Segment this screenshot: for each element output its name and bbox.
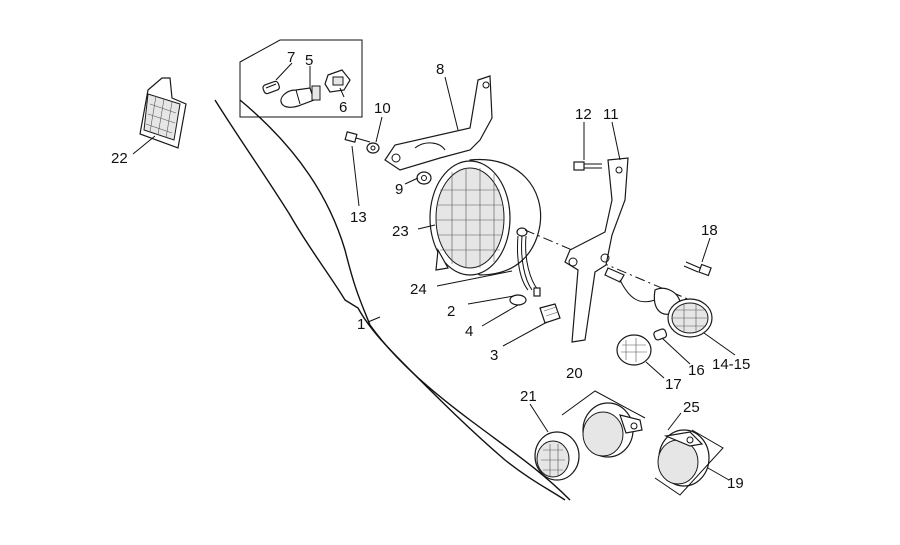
frame-outline [214, 99, 571, 501]
label-1: 1 [357, 316, 365, 333]
horn-19 [657, 429, 710, 487]
horn-cover [534, 431, 580, 481]
horn [582, 402, 643, 458]
connector-4 [539, 303, 561, 324]
label-25: 25 [683, 399, 700, 416]
group-brackets [561, 390, 724, 496]
wiring [517, 235, 541, 297]
label-2: 2 [447, 303, 455, 320]
label-19: 19 [727, 475, 744, 492]
bolt-12 [573, 161, 602, 171]
label-14-15: 14-15 [712, 356, 750, 373]
label-7: 7 [287, 49, 295, 66]
bulb-inset-box [239, 39, 363, 118]
label-5: 5 [305, 52, 313, 69]
label-8: 8 [436, 61, 444, 78]
label-9: 9 [395, 181, 403, 198]
label-24: 24 [410, 281, 427, 298]
turn-signal-bracket [564, 157, 629, 343]
turn-signal [604, 267, 713, 338]
label-20: 20 [566, 365, 583, 382]
label-12: 12 [575, 106, 592, 123]
label-18: 18 [701, 222, 718, 239]
label-4: 4 [465, 323, 473, 340]
reflector [139, 77, 187, 149]
signal-bulb [653, 328, 668, 341]
signal-lens [616, 334, 652, 366]
label-16: 16 [688, 362, 705, 379]
label-10: 10 [374, 100, 391, 117]
leader-lines [132, 62, 736, 481]
label-3: 3 [490, 347, 498, 364]
bolt-13 [344, 131, 371, 143]
headlight [429, 158, 542, 276]
label-22: 22 [111, 150, 128, 167]
spacer-9 [416, 171, 432, 185]
bolt-18 [683, 261, 712, 277]
bulb-headlamp [280, 85, 321, 108]
label-13: 13 [350, 209, 367, 226]
label-11: 11 [603, 106, 619, 123]
label-6: 6 [339, 99, 347, 116]
part-labels: 1 2 3 4 5 6 7 8 9 10 11 12 13 14-15 16 1… [111, 49, 750, 492]
label-23: 23 [392, 223, 409, 240]
headlight-bracket [384, 75, 493, 171]
bulb-small [262, 80, 280, 95]
bulb-socket [324, 69, 351, 93]
label-21: 21 [520, 388, 537, 405]
label-17: 17 [665, 376, 682, 393]
washer-10 [366, 142, 380, 154]
